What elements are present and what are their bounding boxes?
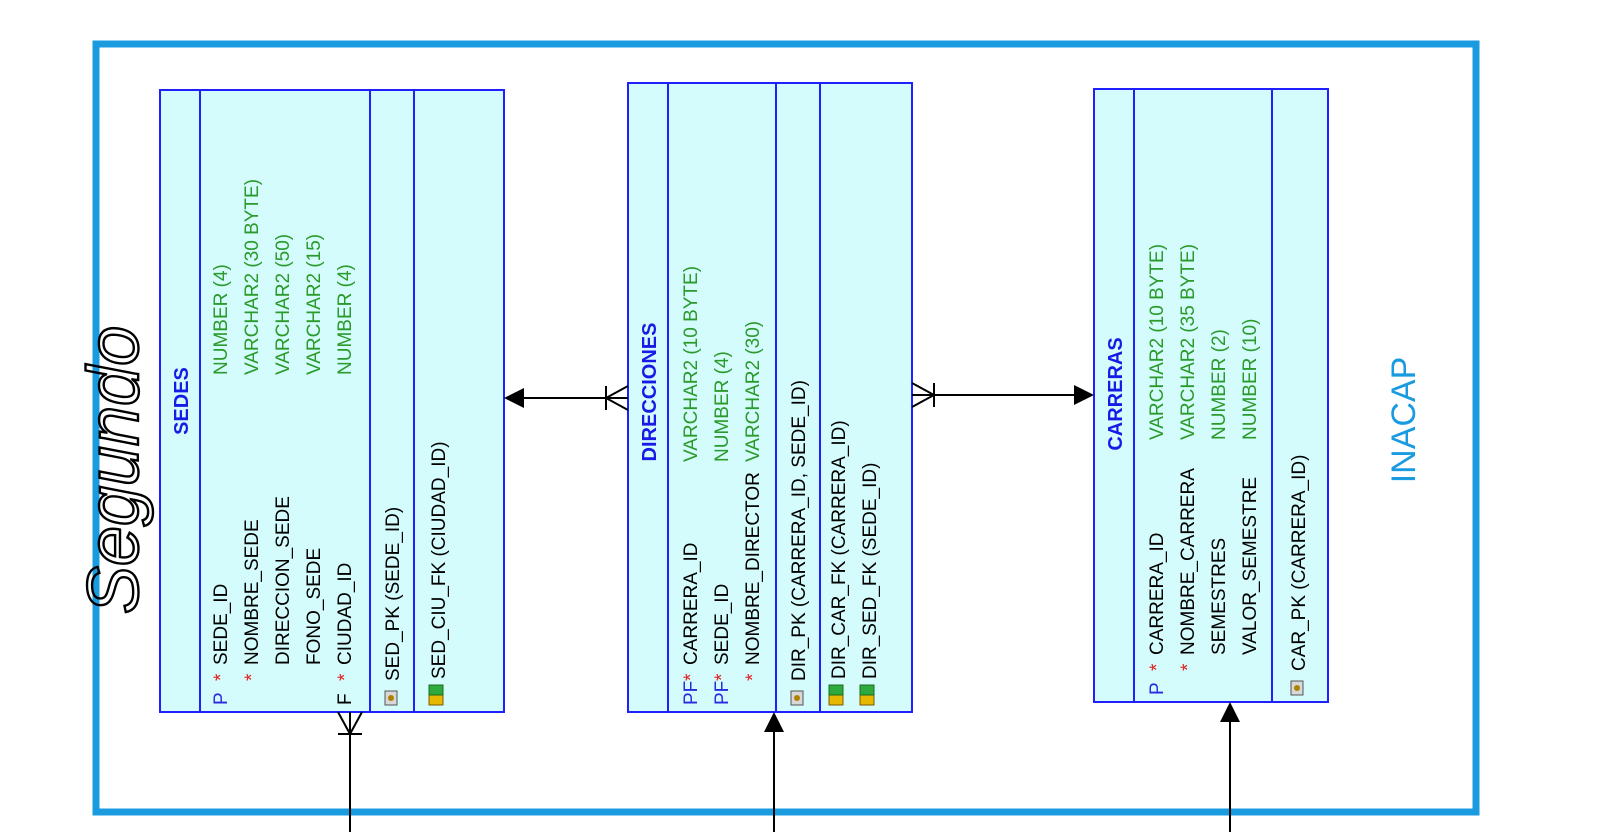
svg-text:*: *: [1147, 663, 1168, 671]
svg-text:*: *: [242, 673, 263, 681]
svg-text:DIR_CAR_FK (CARRERA_ID): DIR_CAR_FK (CARRERA_ID): [829, 420, 850, 679]
svg-text:NUMBER (4): NUMBER (4): [211, 264, 232, 375]
svg-text:NUMBER (4): NUMBER (4): [335, 264, 356, 375]
svg-text:SEDE_ID: SEDE_ID: [211, 584, 232, 665]
fk-row: DIR_CAR_FK (CARRERA_ID): [828, 420, 850, 706]
svg-text:NOMBRE_DIRECTOR: NOMBRE_DIRECTOR: [743, 472, 764, 665]
svg-text:NOMBRE_CARRERA: NOMBRE_CARRERA: [1178, 468, 1199, 655]
table-name: SEDES: [171, 367, 193, 435]
svg-text:VALOR_SEMESTRE: VALOR_SEMESTRE: [1240, 477, 1261, 655]
svg-text:VARCHAR2 (50): VARCHAR2 (50): [273, 234, 294, 375]
svg-text:*: *: [211, 673, 232, 681]
svg-text:CAR_PK (CARRERA_ID): CAR_PK (CARRERA_ID): [1289, 455, 1310, 671]
relation-direcciones-bottom[interactable]: [764, 712, 784, 832]
svg-text:VARCHAR2 (30): VARCHAR2 (30): [743, 321, 764, 462]
svg-text:CARRERA_ID: CARRERA_ID: [681, 543, 702, 665]
column-row: FONO_SEDE VARCHAR2 (15): [304, 234, 325, 665]
svg-text:CIUDAD_ID: CIUDAD_ID: [335, 563, 356, 665]
column-row: VALOR_SEMESTRE NUMBER (10): [1240, 319, 1261, 655]
column-row: * NOMBRE_DIRECTOR VARCHAR2 (30): [743, 321, 764, 681]
svg-text:F: F: [335, 693, 356, 705]
svg-text:*: *: [743, 673, 764, 681]
svg-text:P: P: [1147, 682, 1168, 695]
svg-text:CARRERA_ID: CARRERA_ID: [1147, 533, 1168, 655]
fk-row: DIR_SED_FK (SEDE_ID): [859, 463, 881, 706]
pk-row: CAR_PK (CARRERA_ID): [1289, 455, 1310, 696]
relation-sedes-ciudades[interactable]: [337, 711, 363, 832]
svg-text:*: *: [1178, 663, 1199, 671]
pk-icon: [790, 690, 804, 706]
svg-text:VARCHAR2 (10 BYTE): VARCHAR2 (10 BYTE): [681, 266, 702, 462]
svg-text:DIRECCION_SEDE: DIRECCION_SEDE: [273, 496, 294, 665]
svg-text:NUMBER (2): NUMBER (2): [1209, 329, 1230, 440]
svg-text:SED_PK (SEDE_ID): SED_PK (SEDE_ID): [383, 507, 404, 681]
column-row: * NOMBRE_SEDE VARCHAR2 (30 BYTE): [242, 179, 263, 681]
relation-direcciones-carreras[interactable]: [911, 382, 1094, 408]
fk-icon: [828, 684, 844, 706]
svg-text:P: P: [211, 692, 232, 705]
column-row: SEMESTRES NUMBER (2): [1209, 329, 1230, 655]
column-row: PF * SEDE_ID NUMBER (4): [712, 351, 733, 705]
table-name: DIRECCIONES: [639, 323, 661, 462]
svg-text:NOMBRE_SEDE: NOMBRE_SEDE: [242, 519, 263, 665]
pk-icon: [1290, 680, 1304, 696]
table-sedes[interactable]: SEDES P * SEDE_ID NUMBER (4) * NOMBRE_SE…: [159, 89, 505, 713]
svg-text:*: *: [712, 673, 733, 681]
table-direcciones[interactable]: DIRECCIONES PF * CARRERA_ID VARCHAR2 (10…: [627, 82, 913, 713]
svg-text:VARCHAR2 (15): VARCHAR2 (15): [304, 234, 325, 375]
fk-icon: [859, 684, 875, 706]
relation-direcciones-sedes[interactable]: [504, 385, 629, 411]
table-name: CARRERAS: [1105, 337, 1127, 450]
svg-text:SEDE_ID: SEDE_ID: [712, 584, 733, 665]
svg-text:PF: PF: [712, 681, 733, 705]
svg-text:*: *: [681, 673, 702, 681]
svg-text:*: *: [335, 673, 356, 681]
svg-text:VARCHAR2 (30 BYTE): VARCHAR2 (30 BYTE): [242, 179, 263, 375]
column-row: PF * CARRERA_ID VARCHAR2 (10 BYTE): [681, 266, 702, 705]
fk-icon: [428, 684, 444, 706]
column-row: P * SEDE_ID NUMBER (4): [211, 264, 232, 705]
handwriting-annotation: Segundo: [74, 326, 154, 614]
relation-carreras-bottom[interactable]: [1220, 702, 1240, 832]
column-row: P * CARRERA_ID VARCHAR2 (10 BYTE): [1147, 244, 1168, 695]
svg-text:DIR_SED_FK (SEDE_ID): DIR_SED_FK (SEDE_ID): [860, 463, 881, 679]
column-row: DIRECCION_SEDE VARCHAR2 (50): [273, 234, 294, 665]
svg-text:NUMBER (4): NUMBER (4): [712, 351, 733, 462]
svg-text:NUMBER (10): NUMBER (10): [1240, 319, 1261, 440]
frame-label: INACAP: [1385, 357, 1423, 484]
table-carreras[interactable]: CARRERAS P * CARRERA_ID VARCHAR2 (10 BYT…: [1093, 88, 1329, 703]
svg-text:VARCHAR2 (35 BYTE): VARCHAR2 (35 BYTE): [1178, 244, 1199, 440]
svg-text:PF: PF: [681, 681, 702, 705]
svg-text:VARCHAR2 (10 BYTE): VARCHAR2 (10 BYTE): [1147, 244, 1168, 440]
pk-icon: [384, 690, 398, 706]
svg-text:FONO_SEDE: FONO_SEDE: [304, 548, 325, 665]
fk-row: SED_CIU_FK (CIUDAD_ID): [428, 441, 450, 706]
svg-text:SEMESTRES: SEMESTRES: [1209, 538, 1230, 655]
column-row: F * CIUDAD_ID NUMBER (4): [335, 264, 356, 705]
inacap-frame: [92, 40, 1480, 816]
pk-row: DIR_PK (CARRERA_ID, SEDE_ID): [789, 380, 810, 706]
column-row: * NOMBRE_CARRERA VARCHAR2 (35 BYTE): [1178, 244, 1199, 671]
svg-text:DIR_PK (CARRERA_ID, SEDE_ID): DIR_PK (CARRERA_ID, SEDE_ID): [789, 380, 810, 681]
pk-row: SED_PK (SEDE_ID): [383, 507, 404, 706]
svg-text:SED_CIU_FK (CIUDAD_ID): SED_CIU_FK (CIUDAD_ID): [429, 441, 450, 679]
